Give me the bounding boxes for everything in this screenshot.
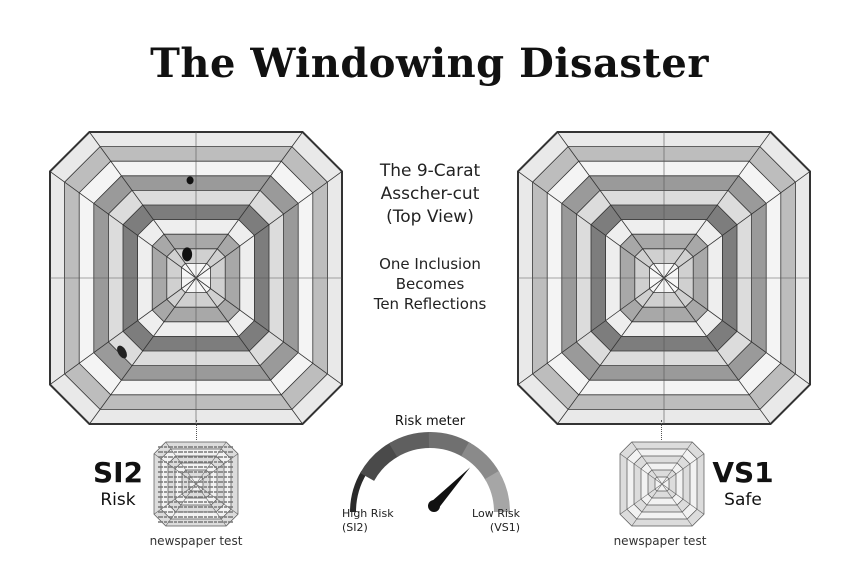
facet-line xyxy=(49,171,197,279)
center-heading: The 9-Carat Asscher-cut (Top View) xyxy=(330,160,530,229)
caption-line: One Inclusion xyxy=(379,255,481,273)
mini-facet-line xyxy=(195,483,227,527)
inclusion xyxy=(186,176,194,185)
mini-facet-line xyxy=(661,483,705,515)
gauge-title: Risk meter xyxy=(394,414,466,429)
newspaper-test-label-left: newspaper test xyxy=(149,534,243,548)
high-label-line: High Risk xyxy=(342,507,394,520)
risk-meter-gauge xyxy=(350,432,510,512)
connector-right xyxy=(661,420,662,440)
grade-si2-label: Risk xyxy=(100,490,136,510)
connector-left xyxy=(196,420,197,440)
heading-line: (Top View) xyxy=(386,207,474,227)
mini-facet-line xyxy=(619,453,663,485)
facet-line xyxy=(663,277,811,385)
facet-line xyxy=(195,131,303,279)
mini-facet-line xyxy=(661,453,705,485)
newspaper-test-label-right: newspaper test xyxy=(613,534,707,548)
gauge-segment xyxy=(350,470,367,512)
mini-facet-line xyxy=(661,441,693,485)
high-label-line: (SI2) xyxy=(342,521,368,534)
grade-si2: SI2 xyxy=(92,456,144,489)
newspaper-test-vs1 xyxy=(619,441,705,527)
gauge-segment xyxy=(388,432,432,458)
gauge-segment xyxy=(360,442,399,481)
gauge-high-label: High Risk (SI2) xyxy=(342,507,394,535)
facet-line xyxy=(557,131,665,279)
facet-line xyxy=(517,171,665,279)
gauge-segment xyxy=(461,442,500,481)
diamond-si2-top-view xyxy=(49,131,343,425)
mini-facet-line xyxy=(165,483,197,527)
facet-line xyxy=(557,277,665,425)
low-label-line: (VS1) xyxy=(489,521,520,534)
facet-line xyxy=(663,131,771,279)
page-title: The Windowing Disaster xyxy=(150,40,709,87)
mini-facet-line xyxy=(153,453,197,485)
heading-line: The 9-Carat xyxy=(379,161,481,181)
mini-facet-line xyxy=(153,483,197,515)
facet-line xyxy=(517,277,665,385)
mini-facet-line xyxy=(195,483,239,515)
mini-facet-line xyxy=(631,483,663,527)
facet-line xyxy=(663,171,811,279)
mini-facet-line xyxy=(661,483,693,527)
mini-facet-line xyxy=(195,453,239,485)
gauge-segment xyxy=(428,432,472,458)
gauge-needle xyxy=(430,467,471,510)
gauge-low-label: Low Risk (VS1) xyxy=(462,507,520,535)
diamond-vs1-top-view xyxy=(517,131,811,425)
grade-vs1-label: Safe xyxy=(724,490,762,510)
facet-line xyxy=(663,277,771,425)
facet-line xyxy=(195,171,343,279)
grade-vs1: VS1 xyxy=(712,456,774,489)
newspaper-test-si2 xyxy=(153,441,239,527)
mini-facet-line xyxy=(631,441,663,485)
low-label-line: Low Risk xyxy=(472,507,520,520)
mini-facet-line xyxy=(619,483,663,515)
gauge-segment xyxy=(484,470,510,512)
caption-line: Becomes xyxy=(395,275,465,293)
gauge-needle-hub xyxy=(428,500,440,512)
inclusion xyxy=(117,345,127,359)
caption-line: Ten Reflections xyxy=(373,295,487,313)
center-caption: One Inclusion Becomes Ten Reflections xyxy=(330,254,530,314)
facet-line xyxy=(49,277,197,385)
inclusion xyxy=(182,247,193,262)
facet-line xyxy=(89,277,197,425)
facet-line xyxy=(89,131,197,279)
facet-line xyxy=(195,277,303,425)
heading-line: Asscher-cut xyxy=(380,184,480,204)
facet-line xyxy=(195,277,343,385)
